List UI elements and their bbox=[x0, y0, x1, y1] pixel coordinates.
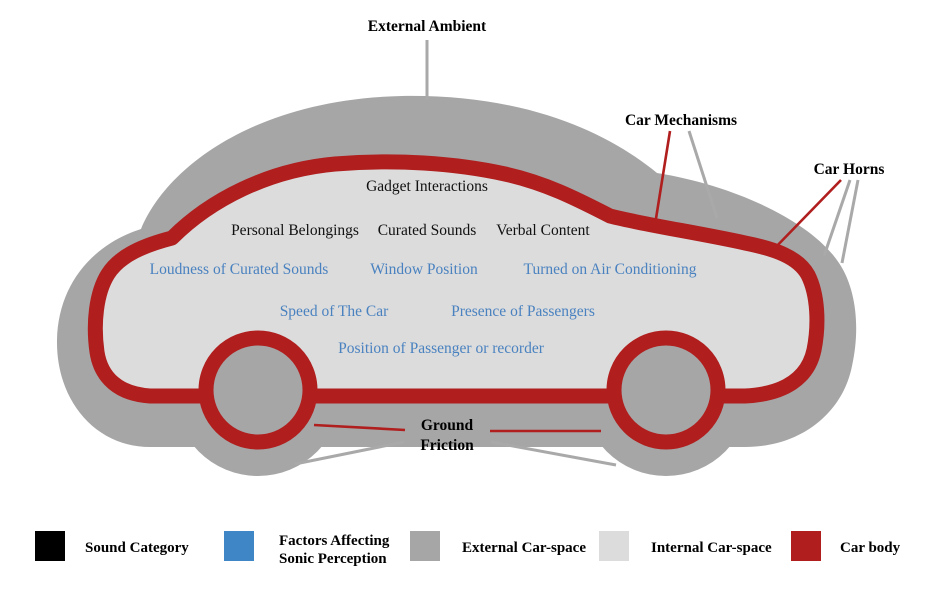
car-mechanisms-label: Car Mechanisms bbox=[625, 112, 737, 129]
car-horns-label: Car Horns bbox=[814, 161, 885, 178]
window-position-label: Window Position bbox=[370, 261, 478, 278]
gadget-interactions-label: Gadget Interactions bbox=[366, 178, 488, 195]
external-ambient-label: External Ambient bbox=[368, 18, 487, 35]
legend-item-sound-category: Sound Category bbox=[35, 531, 189, 561]
legend-item-factors: Factors Affecting Sonic Perception bbox=[224, 531, 390, 567]
car-horns-gray-connector-2 bbox=[840, 179, 860, 264]
legend-swatch-internal-space bbox=[599, 531, 629, 561]
ground-friction-red-connector-left bbox=[313, 423, 406, 432]
car-mechanisms-red-connector bbox=[652, 130, 672, 232]
car-horns-red-connector bbox=[770, 179, 842, 253]
legend-item-internal-space: Internal Car-space bbox=[599, 531, 772, 561]
legend-item-external-space: External Car-space bbox=[410, 531, 586, 561]
legend-label-sound-category: Sound Category bbox=[85, 540, 189, 556]
recorder-position-label: Position of Passenger or recorder bbox=[338, 340, 545, 357]
front-wheel bbox=[198, 330, 318, 450]
ground-friction-gray-connector-right bbox=[490, 440, 617, 467]
ground-friction-label-line2: Friction bbox=[420, 437, 474, 454]
legend-label-factors-line1: Factors Affecting bbox=[279, 533, 390, 549]
legend-swatch-factors bbox=[224, 531, 254, 561]
legend-label-internal-space: Internal Car-space bbox=[651, 540, 772, 556]
car-speed-label: Speed of The Car bbox=[280, 303, 389, 320]
legend-swatch-external-space bbox=[410, 531, 440, 561]
car-horns-gray-connector-1 bbox=[822, 179, 852, 257]
car-mechanisms-gray-connector bbox=[687, 130, 719, 219]
legend-swatch-sound-category bbox=[35, 531, 65, 561]
legend: Sound Category Factors Affecting Sonic P… bbox=[35, 531, 901, 567]
curated-sounds-label: Curated Sounds bbox=[378, 222, 477, 239]
legend-label-external-space: External Car-space bbox=[462, 540, 586, 556]
connector-lines bbox=[294, 40, 860, 467]
ground-friction-label-line1: Ground bbox=[421, 417, 474, 434]
callout-labels: External Ambient Car Mechanisms Car Horn… bbox=[368, 18, 885, 454]
legend-swatch-car-body bbox=[791, 531, 821, 561]
air-conditioning-label: Turned on Air Conditioning bbox=[524, 261, 697, 278]
legend-label-factors-line2: Sonic Perception bbox=[279, 551, 387, 567]
ground-friction-gray-connector-left bbox=[294, 440, 405, 466]
legend-item-car-body: Car body bbox=[791, 531, 901, 561]
legend-label-car-body: Car body bbox=[840, 540, 901, 556]
personal-belongings-label: Personal Belongings bbox=[231, 222, 359, 239]
sound-category-labels: Gadget Interactions Personal Belongings … bbox=[231, 178, 590, 239]
loudness-label: Loudness of Curated Sounds bbox=[150, 261, 329, 278]
factor-labels: Loudness of Curated Sounds Window Positi… bbox=[150, 261, 697, 357]
verbal-content-label: Verbal Content bbox=[496, 222, 590, 239]
rear-wheel bbox=[606, 330, 726, 450]
passengers-label: Presence of Passengers bbox=[451, 303, 595, 320]
